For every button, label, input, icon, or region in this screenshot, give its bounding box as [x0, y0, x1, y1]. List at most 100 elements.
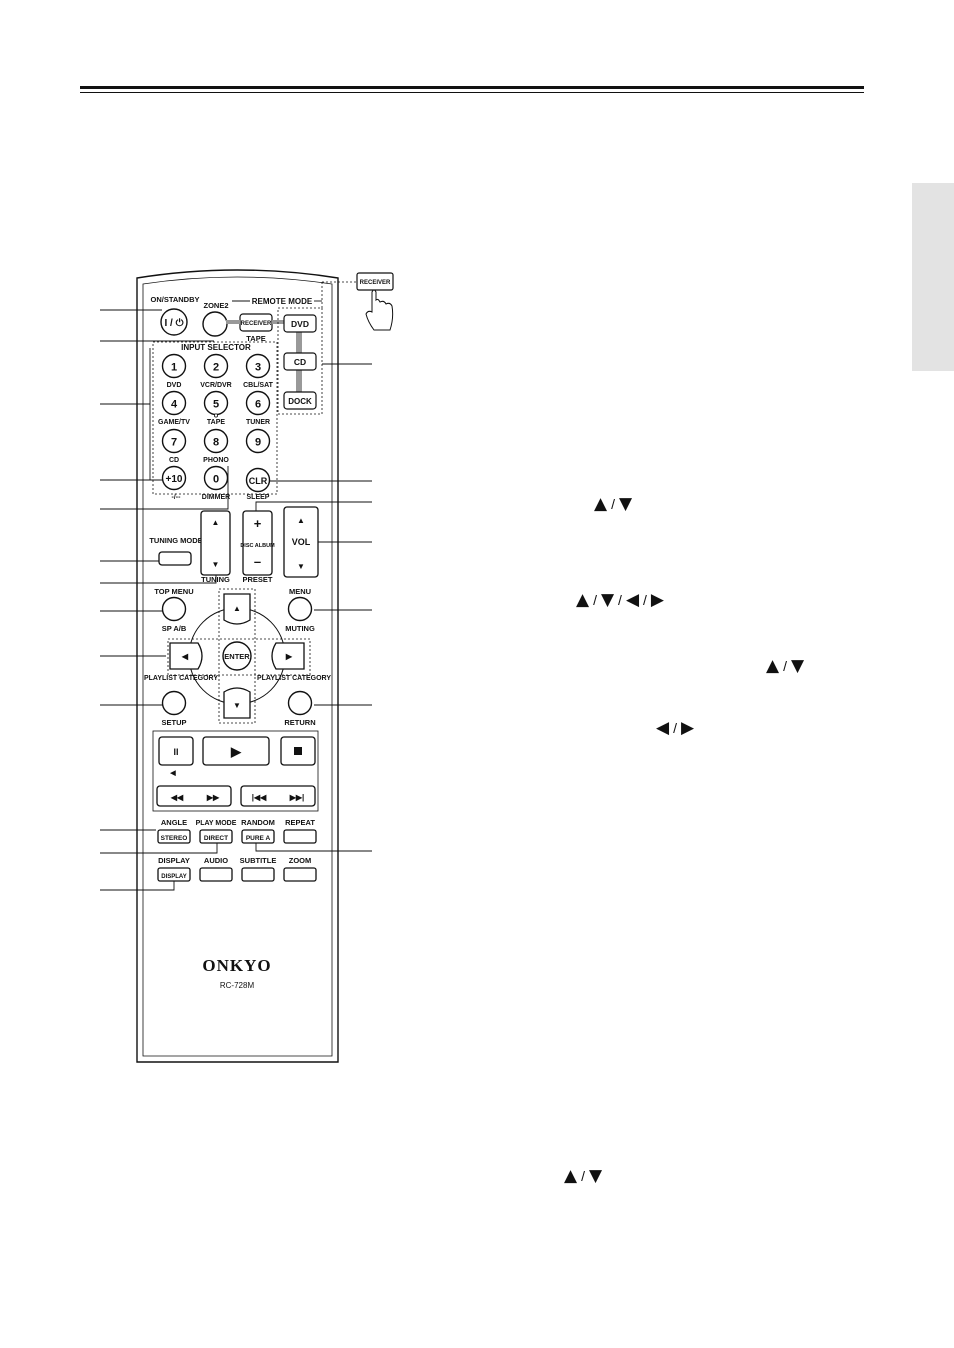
direct-button[interactable]: DIRECT	[199, 829, 233, 844]
svg-text:0: 0	[213, 474, 219, 486]
up-arrow-icon: ▲	[766, 656, 780, 676]
muting-label: MUTING	[285, 624, 315, 633]
nav-up-button[interactable]: ▲	[223, 593, 251, 625]
menu-label: MENU	[289, 587, 311, 596]
dock-mode-button[interactable]: DOCK	[283, 391, 317, 410]
number-button-3[interactable]: 3	[245, 353, 271, 379]
arrow-note-1: ▲/▼	[594, 494, 633, 514]
number-button-6[interactable]: 6	[245, 390, 271, 416]
skip-button[interactable]: |◀◀ ▶▶|	[240, 785, 316, 807]
display-label: DISPLAY	[158, 856, 190, 865]
stop-button[interactable]	[280, 736, 316, 766]
tuning-rocker[interactable]: ▲ ▼	[200, 510, 231, 576]
dvd-mode-button[interactable]: DVD	[283, 314, 317, 333]
plus10-button[interactable]: +10	[161, 465, 187, 491]
number-sublabel: GAME/TV	[158, 419, 190, 426]
stereo-button[interactable]: STEREO	[157, 829, 191, 844]
receiver-hand-callout: RECEIVER	[356, 272, 394, 331]
tuning-down-icon: ▼	[212, 560, 220, 569]
repeat-label: REPEAT	[285, 818, 315, 827]
number-button-2[interactable]: 2	[203, 353, 229, 379]
tuning-mode-label: TUNING MODE	[149, 536, 202, 545]
arrow-note-4: ◀/▶	[656, 718, 695, 738]
number-sublabel: DVD	[167, 382, 182, 389]
svg-text:7: 7	[171, 437, 177, 449]
number-button-5[interactable]: 5	[203, 390, 229, 416]
dimmer-label: DIMMER	[202, 494, 230, 501]
pause-button[interactable]: II	[158, 736, 194, 766]
top-menu-label: TOP MENU	[154, 587, 193, 596]
clr-button[interactable]: CLR	[245, 467, 271, 493]
svg-text:CLR: CLR	[249, 476, 268, 486]
volume-down-icon: ▼	[297, 562, 305, 571]
enter-button[interactable]: ENTER	[222, 641, 252, 671]
sp-ab-label: SP A/B	[162, 624, 187, 633]
zero-button[interactable]: 0	[203, 465, 229, 491]
number-button-1[interactable]: 1	[161, 353, 187, 379]
display-button[interactable]: DISPLAY	[157, 867, 191, 882]
play-button[interactable]: ▶	[202, 736, 270, 766]
remote-mode-label: REMOTE MODE	[252, 297, 313, 306]
zoom-button[interactable]	[283, 867, 317, 882]
rewind-forward-button[interactable]: ◀◀ ▶▶	[156, 785, 232, 807]
model-label: RC-728M	[220, 981, 255, 990]
nav-down-icon: ▼	[233, 701, 241, 710]
play-mode-label: PLAY MODE	[196, 820, 237, 827]
tuning-label: TUNING	[201, 575, 230, 584]
angle-label: ANGLE	[161, 818, 187, 827]
header-rule-thick	[80, 86, 864, 89]
nav-down-button[interactable]: ▼	[223, 687, 251, 719]
svg-text:2: 2	[213, 362, 219, 374]
plus10-sublabel: -/--	[172, 494, 182, 501]
audio-button[interactable]	[199, 867, 233, 882]
volume-rocker[interactable]: ▲ VOL ▼	[283, 506, 319, 578]
dock-label: DOCK	[288, 397, 312, 406]
number-button-8[interactable]: 8	[203, 428, 229, 454]
cd-label: CD	[294, 357, 306, 367]
cd-mode-button[interactable]: CD	[283, 352, 317, 371]
return-button[interactable]	[287, 690, 313, 716]
number-sublabel: CD	[169, 457, 179, 464]
subtitle-button[interactable]	[241, 867, 275, 882]
svg-text:1: 1	[171, 362, 177, 374]
right-arrow-icon: ▶	[680, 718, 695, 738]
repeat-button[interactable]	[283, 829, 317, 844]
hand-pointer-icon	[365, 289, 394, 331]
left-arrow-icon: ◀	[625, 590, 640, 610]
number-button-4[interactable]: 4	[161, 390, 187, 416]
left-arrow-icon: ◀	[656, 718, 670, 738]
zone2-button[interactable]	[202, 311, 228, 337]
right-arrow-icon: ▶	[650, 590, 664, 610]
dvd-label: DVD	[291, 319, 309, 329]
svg-text:ENTER: ENTER	[224, 652, 250, 661]
tuning-up-icon: ▲	[212, 518, 220, 527]
return-label: RETURN	[284, 718, 315, 727]
menu-button[interactable]	[287, 596, 313, 622]
on-standby-button[interactable]: I / ⏻	[160, 308, 188, 336]
svg-text:5: 5	[213, 399, 219, 411]
playlist-category-left-label: PLAYLIST CATEGORY	[144, 675, 218, 682]
volume-up-icon: ▲	[297, 516, 305, 525]
subtitle-label: SUBTITLE	[240, 856, 277, 865]
nav-right-button[interactable]: ▶	[271, 642, 305, 670]
pure-a-button[interactable]: PURE A	[241, 829, 275, 844]
top-menu-button[interactable]	[161, 596, 187, 622]
arrow-note-2: ▲/▼/◀/▶	[576, 590, 664, 610]
tuning-mode-button[interactable]	[158, 551, 192, 566]
disc-album-label: DISC ALBUM	[240, 543, 275, 549]
skip-forward-icon: ▶▶|	[289, 793, 305, 802]
setup-label: SETUP	[161, 718, 186, 727]
preset-rocker[interactable]: + –	[242, 510, 273, 576]
input-selector-border	[152, 341, 278, 495]
on-standby-label: ON/STANDBY	[150, 295, 199, 304]
number-sublabel: TAPE	[207, 419, 225, 426]
number-button-7[interactable]: 7	[161, 428, 187, 454]
number-button-9[interactable]: 9	[245, 428, 271, 454]
nav-left-button[interactable]: ◀	[169, 642, 203, 670]
svg-text:8: 8	[213, 437, 219, 449]
svg-text:+10: +10	[166, 474, 183, 485]
setup-button[interactable]	[161, 690, 187, 716]
stop-icon	[294, 747, 302, 755]
svg-text:STEREO: STEREO	[161, 835, 188, 842]
